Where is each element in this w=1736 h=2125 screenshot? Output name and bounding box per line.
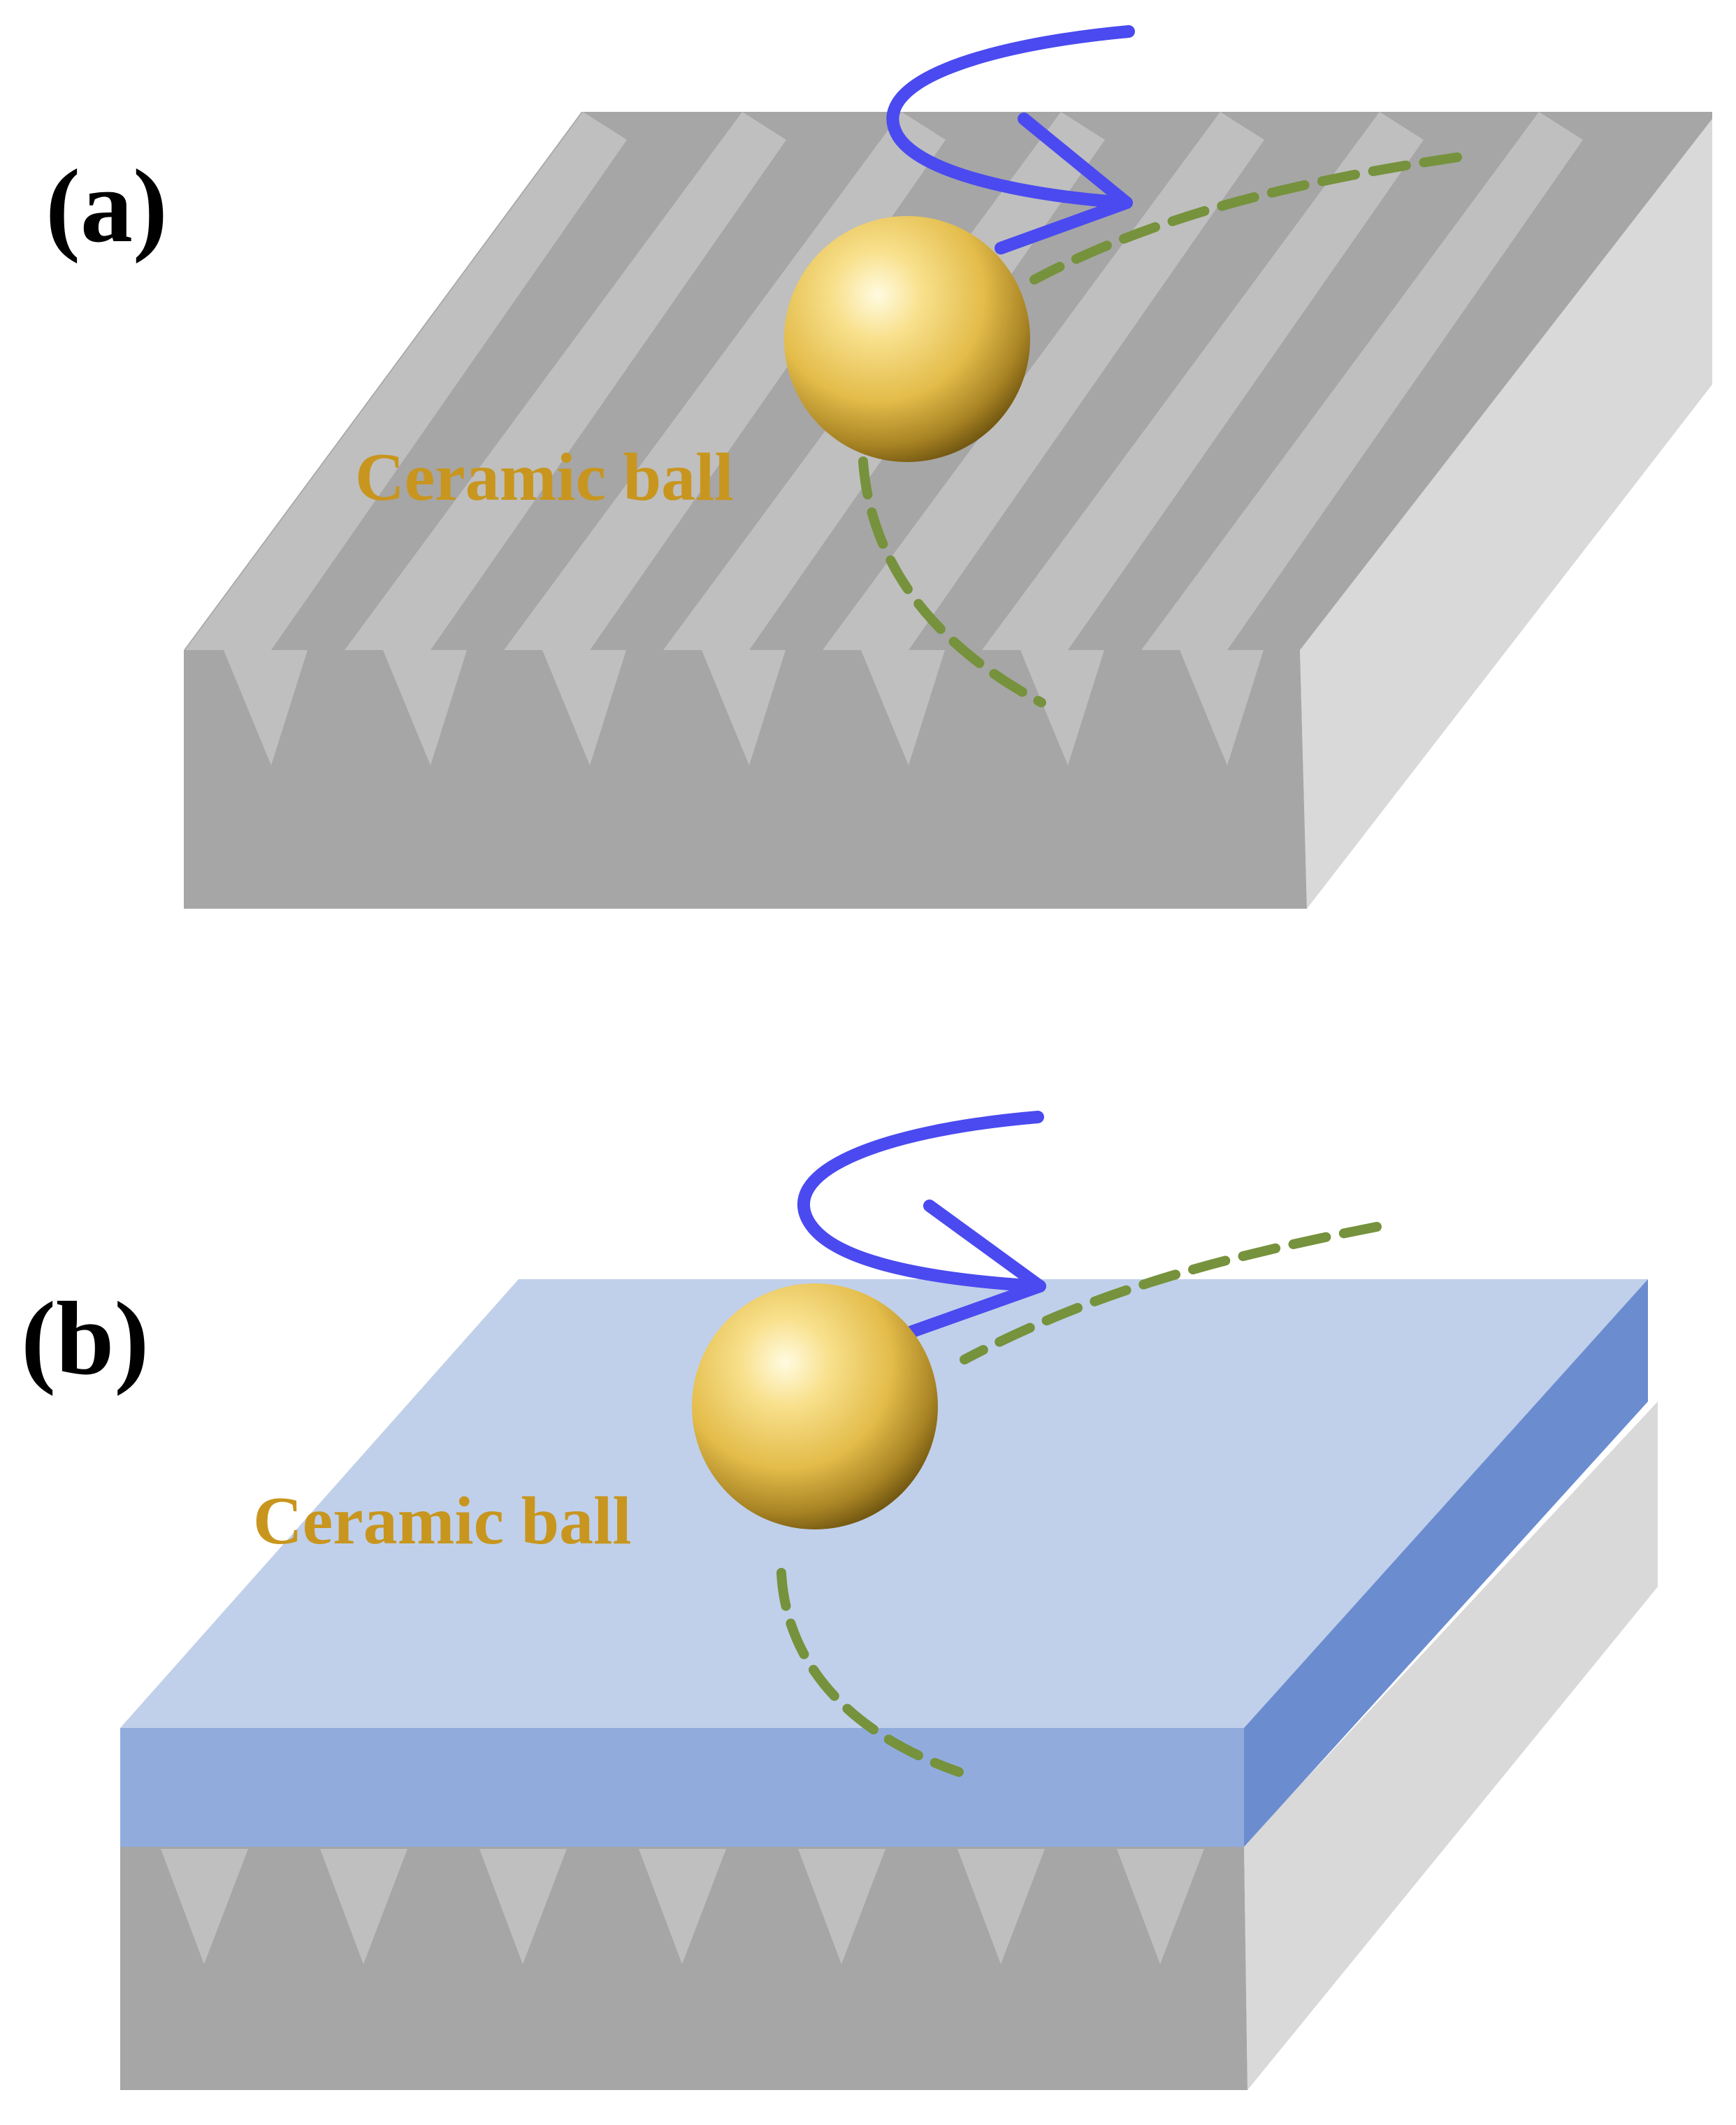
trajectory-icon (776, 1222, 1382, 1777)
groove-notch (1020, 650, 1104, 765)
ceramic-ball-label-b: Ceramic ball (253, 1483, 632, 1559)
groove-ridges (185, 112, 1583, 650)
groove-ridge (823, 112, 1264, 650)
rotation-arrow-icon (797, 1111, 1046, 1338)
ceramic-ball-icon (784, 216, 1030, 462)
groove-notch (798, 1849, 885, 1964)
trajectory-icon (858, 152, 1462, 707)
coating-side-face (1244, 1279, 1648, 1847)
groove-ridge (1141, 112, 1583, 650)
ceramic-ball-icon (692, 1283, 938, 1529)
groove-notch (1117, 1849, 1204, 1964)
substrate-groove-profile (161, 1849, 1204, 1964)
groove-notch (861, 650, 945, 765)
groove-notch (957, 1849, 1045, 1964)
groove-profile (224, 650, 1264, 765)
groove-notch (479, 1849, 567, 1964)
ceramic-ball-label-a: Ceramic ball (355, 440, 734, 515)
groove-notch (161, 1849, 248, 1964)
substrate-b (120, 1402, 1658, 2090)
groove-notch (1180, 650, 1264, 765)
substrate-front-face (184, 650, 1307, 909)
coating-front-face (120, 1728, 1244, 1847)
panel-a: (a) Ceramic ball (45, 25, 1712, 909)
groove-notch (383, 650, 467, 765)
panel-label-a: (a) (45, 148, 168, 264)
groove-notch (702, 650, 786, 765)
groove-notch (320, 1849, 407, 1964)
groove-notch (542, 650, 626, 765)
panel-label-b: (b) (21, 1281, 149, 1397)
substrate-front-face-b (120, 1845, 1247, 2090)
rotation-arrow-icon (886, 25, 1135, 254)
groove-ridge (345, 112, 786, 650)
substrate-side-face (1300, 119, 1712, 909)
groove-ridge (185, 112, 627, 650)
groove-notch (224, 650, 308, 765)
panel-b: (b) Ceramic ball (21, 1111, 1658, 2090)
substrate-side-face-b (1244, 1402, 1658, 2090)
groove-ridge (982, 112, 1424, 650)
groove-notch (639, 1849, 726, 1964)
